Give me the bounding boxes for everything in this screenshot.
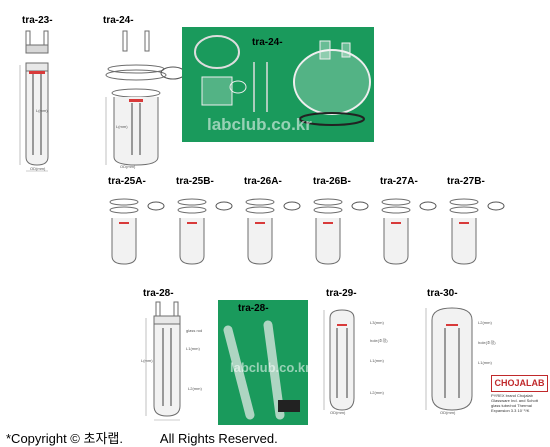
tra-30-hole: hole(조정) <box>478 340 496 345</box>
label-tra-23: tra-23- <box>22 15 53 26</box>
tra-28-photo-tubes <box>223 320 300 420</box>
tra-30-dim-OD: OD(mm) <box>440 410 456 415</box>
copyright-text: *Copyright © 초자랩. <box>6 431 123 446</box>
tra-29-hole: hole(조정) <box>370 338 388 343</box>
tra-23-dim-OD: OD(mm) <box>30 166 46 171</box>
photo2-watermark: labclub.co.kr <box>230 360 308 375</box>
tra-25A-figure <box>109 198 165 265</box>
tra-23-figure <box>19 30 49 172</box>
label-tra-26A: tra-26A- <box>244 176 282 187</box>
label-tra-27A: tra-27A- <box>380 176 418 187</box>
photo-watermark: labclub.co.kr <box>207 115 312 134</box>
label-tra-28: tra-28- <box>143 288 174 299</box>
label-tra-30: tra-30- <box>427 288 458 299</box>
tra-28-photo: tra-28- labclub.co.kr <box>218 300 308 425</box>
tra-24-photo-parts <box>194 35 371 126</box>
tra-27B-figure <box>449 198 505 265</box>
label-tra-25B: tra-25B- <box>176 176 214 187</box>
tra-28-photo-label: tra-28- <box>238 303 269 314</box>
footer: *Copyright © 초자랩. All Rights Reserved. <box>6 428 278 447</box>
label-tra-24: tra-24- <box>103 15 134 26</box>
tra-26A-figure <box>245 198 301 265</box>
tra-30-dim-L2: L2(mm) <box>478 320 492 325</box>
tra-29-dim-OD: OD(mm) <box>330 410 346 415</box>
tra-24-dim-OD: OD(mm) <box>120 164 136 169</box>
label-tra-25A: tra-25A- <box>108 176 146 187</box>
tra-30-dim-L1: L1(mm) <box>478 360 492 365</box>
tra-26B-figure <box>313 198 369 265</box>
tra-29-figure <box>323 309 355 411</box>
middle-row-figures <box>109 198 505 265</box>
label-tra-27B: tra-27B- <box>447 176 485 187</box>
tra-28-dim-L1: L1(mm) <box>186 346 200 351</box>
tra-23-dim-L: L(mm) <box>36 108 48 113</box>
tra-28-dim-L: L(mm) <box>141 358 153 363</box>
tra-30-figure <box>425 307 473 411</box>
label-tra-29: tra-29- <box>326 288 357 299</box>
tra-24-figure <box>105 30 186 166</box>
tra-28-figure <box>145 301 181 421</box>
tra-29-dim-L1: L1(mm) <box>370 358 384 363</box>
tra-28-glass-rod: glass rod <box>186 328 203 333</box>
tra-29-dim-L2: L2(mm) <box>370 390 384 395</box>
label-tra-26B: tra-26B- <box>313 176 351 187</box>
tra-28-dim-L2: L2(mm) <box>188 386 202 391</box>
chojalab-note: PYREX brand Chojalab Glassware Ind. and … <box>491 393 538 413</box>
tra-24-dim-L: L(mm) <box>116 124 128 129</box>
tra-24-photo-label: tra-24- <box>252 37 283 48</box>
chojalab-logo: CHOJALAB <box>491 375 548 392</box>
tra-29-dim-L3: L3(mm) <box>370 320 384 325</box>
rights-text: All Rights Reserved. <box>159 431 278 446</box>
tra-27A-figure <box>381 198 437 265</box>
tra-25B-figure <box>177 198 233 265</box>
tra-24-photo: tra-24- labclub.co.kr <box>182 27 374 142</box>
